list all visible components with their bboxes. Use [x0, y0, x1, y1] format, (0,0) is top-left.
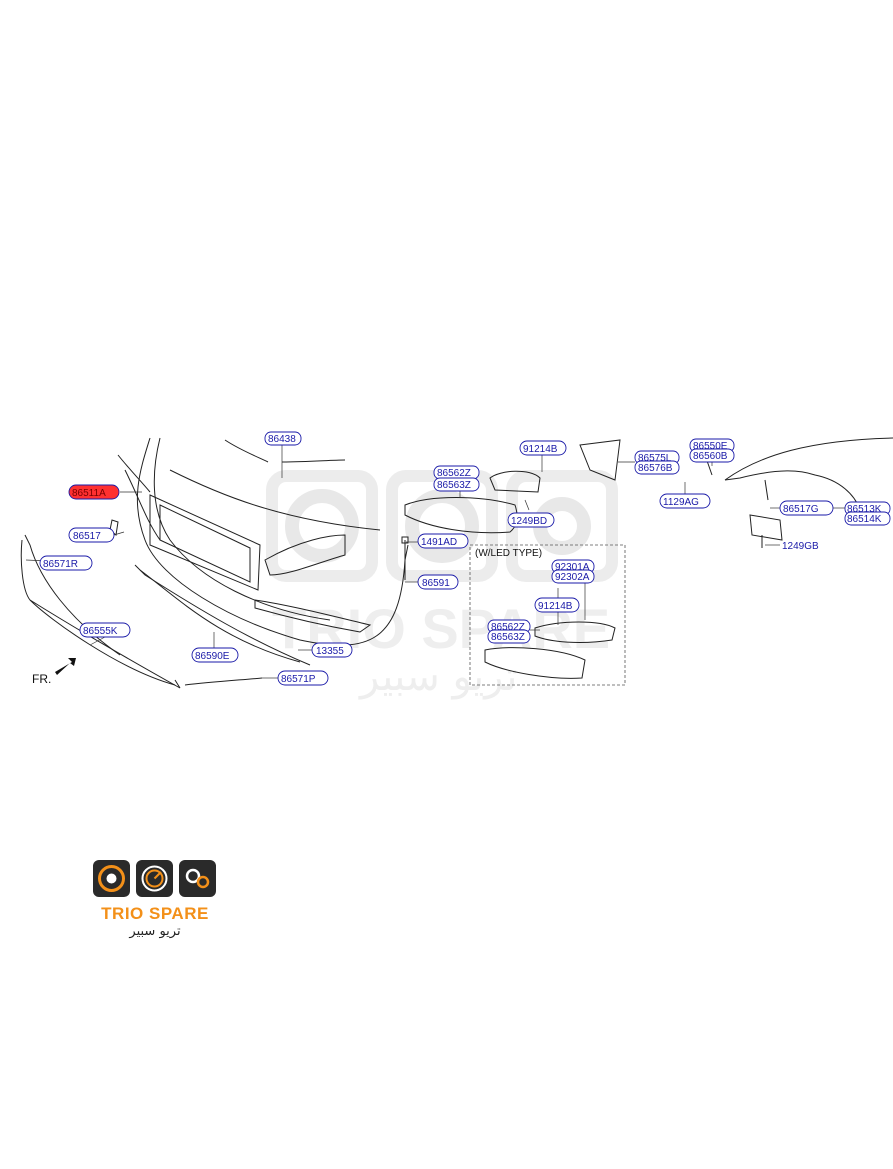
callout-86517G-text: 86517G: [783, 504, 819, 515]
logo-tile-gears-icon: [179, 860, 216, 897]
callout-86571P-text: 86571P: [281, 674, 316, 685]
callout-86591-text: 86591: [422, 578, 450, 589]
callout-86562Z-a-text: 86562Z: [437, 468, 471, 479]
callout-86438-text: 86438: [268, 434, 296, 445]
callout-86563Z-a-text: 86563Z: [437, 480, 471, 491]
led-type-note: (W/LED TYPE): [475, 548, 542, 559]
callout-86560B[interactable]: 86560B: [689, 448, 735, 463]
callout-86517[interactable]: 86517: [68, 527, 115, 543]
callout-86563Z-a[interactable]: 86563Z: [433, 477, 480, 492]
logo-tile-gauge-icon: [136, 860, 173, 897]
callout-86555K[interactable]: 86555K: [79, 622, 131, 638]
callout-1129AG-text: 1129AG: [663, 497, 699, 508]
callout-1249BD-text: 1249BD: [511, 516, 547, 527]
callout-86563Z-b-text: 86563Z: [491, 632, 525, 643]
front-marker-label: FR.: [32, 672, 51, 686]
callout-86514K-text: 86514K: [847, 514, 882, 525]
callout-86517G[interactable]: 86517G: [779, 500, 834, 516]
callout-92302A[interactable]: 92302A: [551, 569, 595, 584]
front-arrow-icon: [55, 658, 76, 675]
callout-91214B-a[interactable]: 91214B: [519, 440, 567, 456]
callout-86438[interactable]: 86438: [264, 431, 302, 446]
trio-spare-logo: TRIO SPARE تريو سبير: [93, 860, 217, 944]
logo-brand: TRIO SPARE: [101, 904, 209, 923]
callout-86560B-text: 86560B: [693, 451, 728, 462]
callout-91214B-a-text: 91214B: [523, 444, 558, 455]
callout-86576B[interactable]: 86576B: [634, 460, 680, 475]
callout-86555K-text: 86555K: [83, 626, 118, 637]
callout-1249GB[interactable]: 1249GB: [782, 541, 819, 552]
front-marker: FR.: [32, 658, 76, 686]
callout-1249BD[interactable]: 1249BD: [507, 512, 555, 528]
callout-86514K[interactable]: 86514K: [844, 511, 891, 526]
callout-86576B-text: 86576B: [638, 463, 673, 474]
watermark-brand-ar: تريو سبير: [358, 654, 517, 700]
callout-86562Z-b-text: 86562Z: [491, 622, 525, 633]
callout-86590E[interactable]: 86590E: [191, 647, 239, 663]
callout-92301A-text: 92301A: [555, 562, 590, 573]
callout-86591[interactable]: 86591: [417, 574, 459, 590]
callout-86517-text: 86517: [73, 531, 101, 542]
callout-13355-text: 13355: [316, 646, 344, 657]
fender-drawing: [704, 437, 893, 548]
callout-91214B-b-text: 91214B: [538, 601, 573, 612]
callout-86575L-text: 86575L: [638, 453, 672, 464]
callout-92302A-text: 92302A: [555, 572, 590, 583]
callout-86562Z-a[interactable]: 86562Z: [433, 465, 480, 480]
callout-86563Z-b[interactable]: 86563Z: [487, 629, 531, 644]
callout-86511A-text: 86511A: [72, 488, 106, 499]
bumper-drawing: [20, 437, 409, 689]
callout-1129AG[interactable]: 1129AG: [659, 493, 711, 509]
callout-1249GB-text: 1249GB: [782, 541, 819, 552]
callout-1491AD[interactable]: 1491AD: [417, 533, 469, 549]
callout-86571R-text: 86571R: [43, 559, 78, 570]
logo-tile-speaker-icon: [93, 860, 130, 897]
callout-1491AD-text: 1491AD: [421, 537, 457, 548]
callout-91214B-b[interactable]: 91214B: [534, 597, 580, 613]
callout-86513K-text: 86513K: [847, 504, 882, 515]
logo-brand-ar: تريو سبير: [129, 924, 181, 939]
callout-86590E-text: 86590E: [195, 651, 230, 662]
callout-86571R[interactable]: 86571R: [39, 555, 93, 571]
callout-13355[interactable]: 13355: [311, 642, 353, 658]
callout-86571P[interactable]: 86571P: [277, 670, 329, 686]
callout-86550E-text: 86550E: [693, 441, 728, 452]
callout-86511A[interactable]: 86511A: [68, 484, 120, 500]
led-type-box: (W/LED TYPE): [469, 544, 626, 686]
